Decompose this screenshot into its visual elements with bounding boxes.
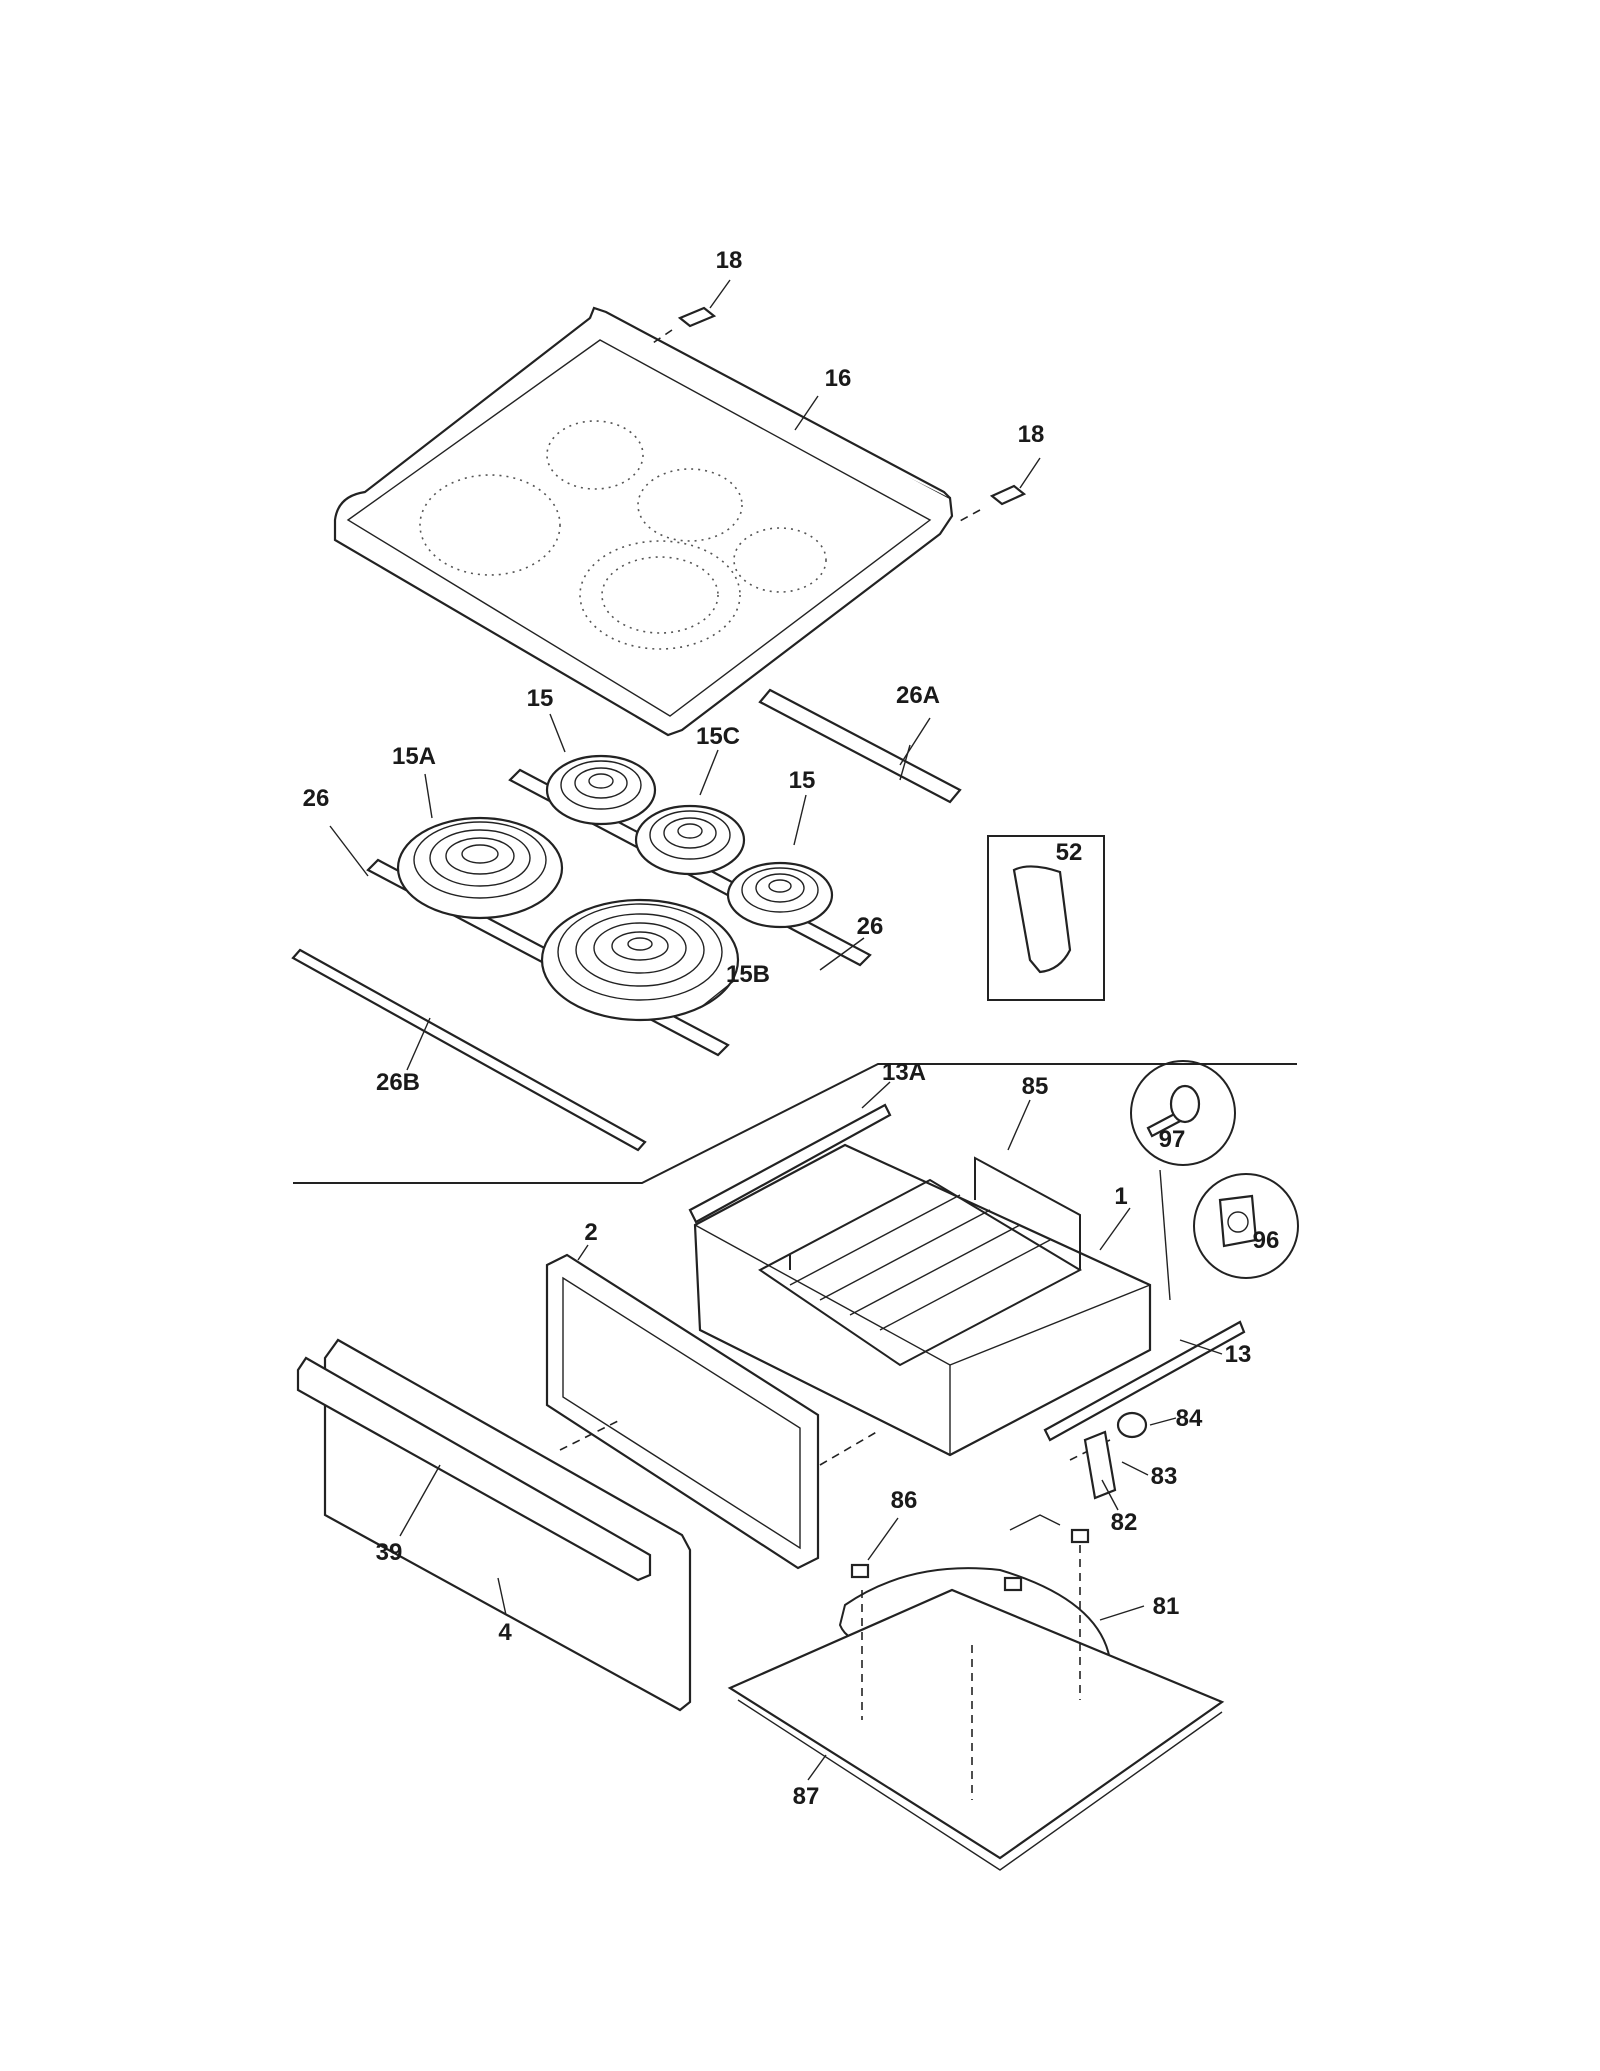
label-15A: 15A [392,743,436,770]
label-84: 84 [1176,1405,1203,1432]
label-13: 13 [1225,1341,1252,1368]
label-81: 81 [1153,1593,1180,1620]
part-16-cooktop[interactable] [333,306,954,737]
part-15B-element[interactable] [540,898,740,1022]
label-15B: 15B [726,961,770,988]
section-divider [293,1063,1297,1184]
label-87: 87 [793,1783,820,1810]
part-84-thermostat[interactable] [1116,1411,1148,1439]
part-97-leader [1159,1169,1171,1301]
label-39: 39 [376,1539,403,1566]
part-15-element-right[interactable] [726,861,834,929]
part-96-clip-inset[interactable] [1193,1173,1299,1279]
part-82-bracket[interactable] [1083,1430,1117,1500]
label-15C: 15C [696,723,740,750]
label-16: 16 [825,365,852,392]
part-52-inset-box[interactable] [987,835,1105,1001]
label-18-right: 18 [1018,421,1045,448]
label-96: 96 [1253,1227,1280,1254]
label-18-left: 18 [716,247,743,274]
label-85: 85 [1022,1073,1049,1100]
label-13A: 13A [882,1059,926,1086]
label-15-right: 15 [789,767,816,794]
label-82: 82 [1111,1509,1138,1536]
label-26-left: 26 [303,785,330,812]
label-2: 2 [584,1219,597,1246]
part-39-handle[interactable] [296,1356,652,1582]
label-26-right: 26 [857,913,884,940]
part-13-right-slide[interactable] [1043,1320,1246,1442]
part-18-bracket-left[interactable] [649,279,731,346]
part-97-screw-inset[interactable] [1130,1060,1236,1166]
label-83: 83 [1151,1463,1178,1490]
part-85-rack[interactable] [758,1156,1083,1367]
part-2-door-frame[interactable] [545,1253,820,1570]
part-15A-element[interactable] [396,816,564,920]
label-86: 86 [891,1487,918,1514]
part-15-element-back[interactable] [545,754,657,826]
part-26B-front-trim[interactable] [291,948,647,1152]
part-15C-element[interactable] [634,804,746,876]
label-15-back: 15 [527,685,554,712]
part-13A-left-slide[interactable] [688,1103,892,1224]
label-26B: 26B [376,1069,420,1096]
label-52: 52 [1056,839,1083,866]
align-line-3 [1069,1439,1111,1461]
align-line-2 [819,1429,881,1466]
label-4: 4 [498,1619,512,1646]
label-97: 97 [1159,1126,1186,1153]
part-87-bottom-tray[interactable] [727,1588,1225,1871]
leader-lines [329,395,1223,1781]
part-1-drawer-body[interactable] [693,1143,1152,1457]
align-line-1 [559,1419,621,1451]
part-18-bracket-right[interactable] [957,457,1041,523]
label-1: 1 [1114,1183,1127,1210]
label-26A: 26A [896,682,940,709]
